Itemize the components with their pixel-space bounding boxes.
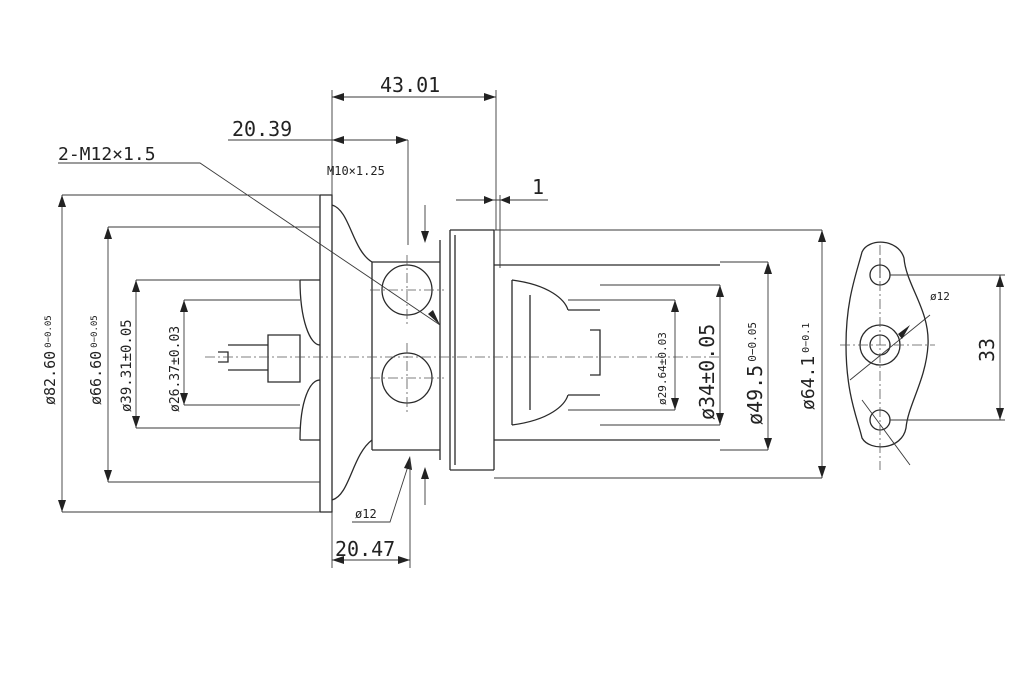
dim-49-5-label: ø49.50−0.05 xyxy=(743,322,767,425)
dim-34: ø34±0.05 xyxy=(600,284,724,426)
dim-82-60-label: ø82.600−0.05 xyxy=(41,315,59,405)
dim-20-39-label: 20.39 xyxy=(232,117,292,141)
dim-gap-1-label: 1 xyxy=(532,175,544,199)
dim-82-60: ø82.600−0.05 xyxy=(41,194,320,513)
dim-20-47-label: 20.47 xyxy=(335,537,395,561)
dim-66-60: ø66.600−0.05 xyxy=(87,226,320,483)
flange-d12-label: ø12 xyxy=(930,290,950,303)
dim-33-label: 33 xyxy=(975,338,999,362)
dim-26-37-label: ø26.37±0.03 xyxy=(168,326,183,412)
dim-39-31-label: ø39.31±0.05 xyxy=(119,319,135,412)
dim-12-bottom-label: ø12 xyxy=(355,507,377,521)
cartridge-body xyxy=(205,194,720,513)
thread-m12-label: 2-M12×1.5 xyxy=(58,144,156,165)
thread-m10-label: M10×1.25 xyxy=(327,164,385,178)
dim-64-1-label: ø64.10−0.1 xyxy=(798,323,819,410)
dim-66-60-label: ø66.600−0.05 xyxy=(87,315,105,405)
dim-34-label: ø34±0.05 xyxy=(695,324,719,420)
dim-64-1: ø64.10−0.1 xyxy=(494,229,826,479)
dim-20-47: 20.47 xyxy=(331,460,411,568)
dim-29-64-label: ø29.64±0.03 xyxy=(656,332,669,405)
dim-49-5: ø49.50−0.05 xyxy=(720,261,772,451)
dim-gap-1: 1 xyxy=(456,175,548,268)
dim-26-37: ø26.37±0.03 xyxy=(168,299,300,412)
flange-side-view: ø12 33 xyxy=(840,241,1005,470)
dim-20-39: 20.39 xyxy=(228,117,409,245)
dim-43-01: 43.01 xyxy=(331,73,497,230)
dim-39-31: ø39.31±0.05 xyxy=(119,279,300,429)
thread-m10-callout: M10×1.25 xyxy=(327,164,429,243)
dim-29-64: ø29.64±0.03 xyxy=(568,299,679,411)
dim-43-01-label: 43.01 xyxy=(380,73,440,97)
thread-m12-callout: 2-M12×1.5 xyxy=(58,144,441,326)
dim-12-bottom: ø12 xyxy=(352,456,429,523)
